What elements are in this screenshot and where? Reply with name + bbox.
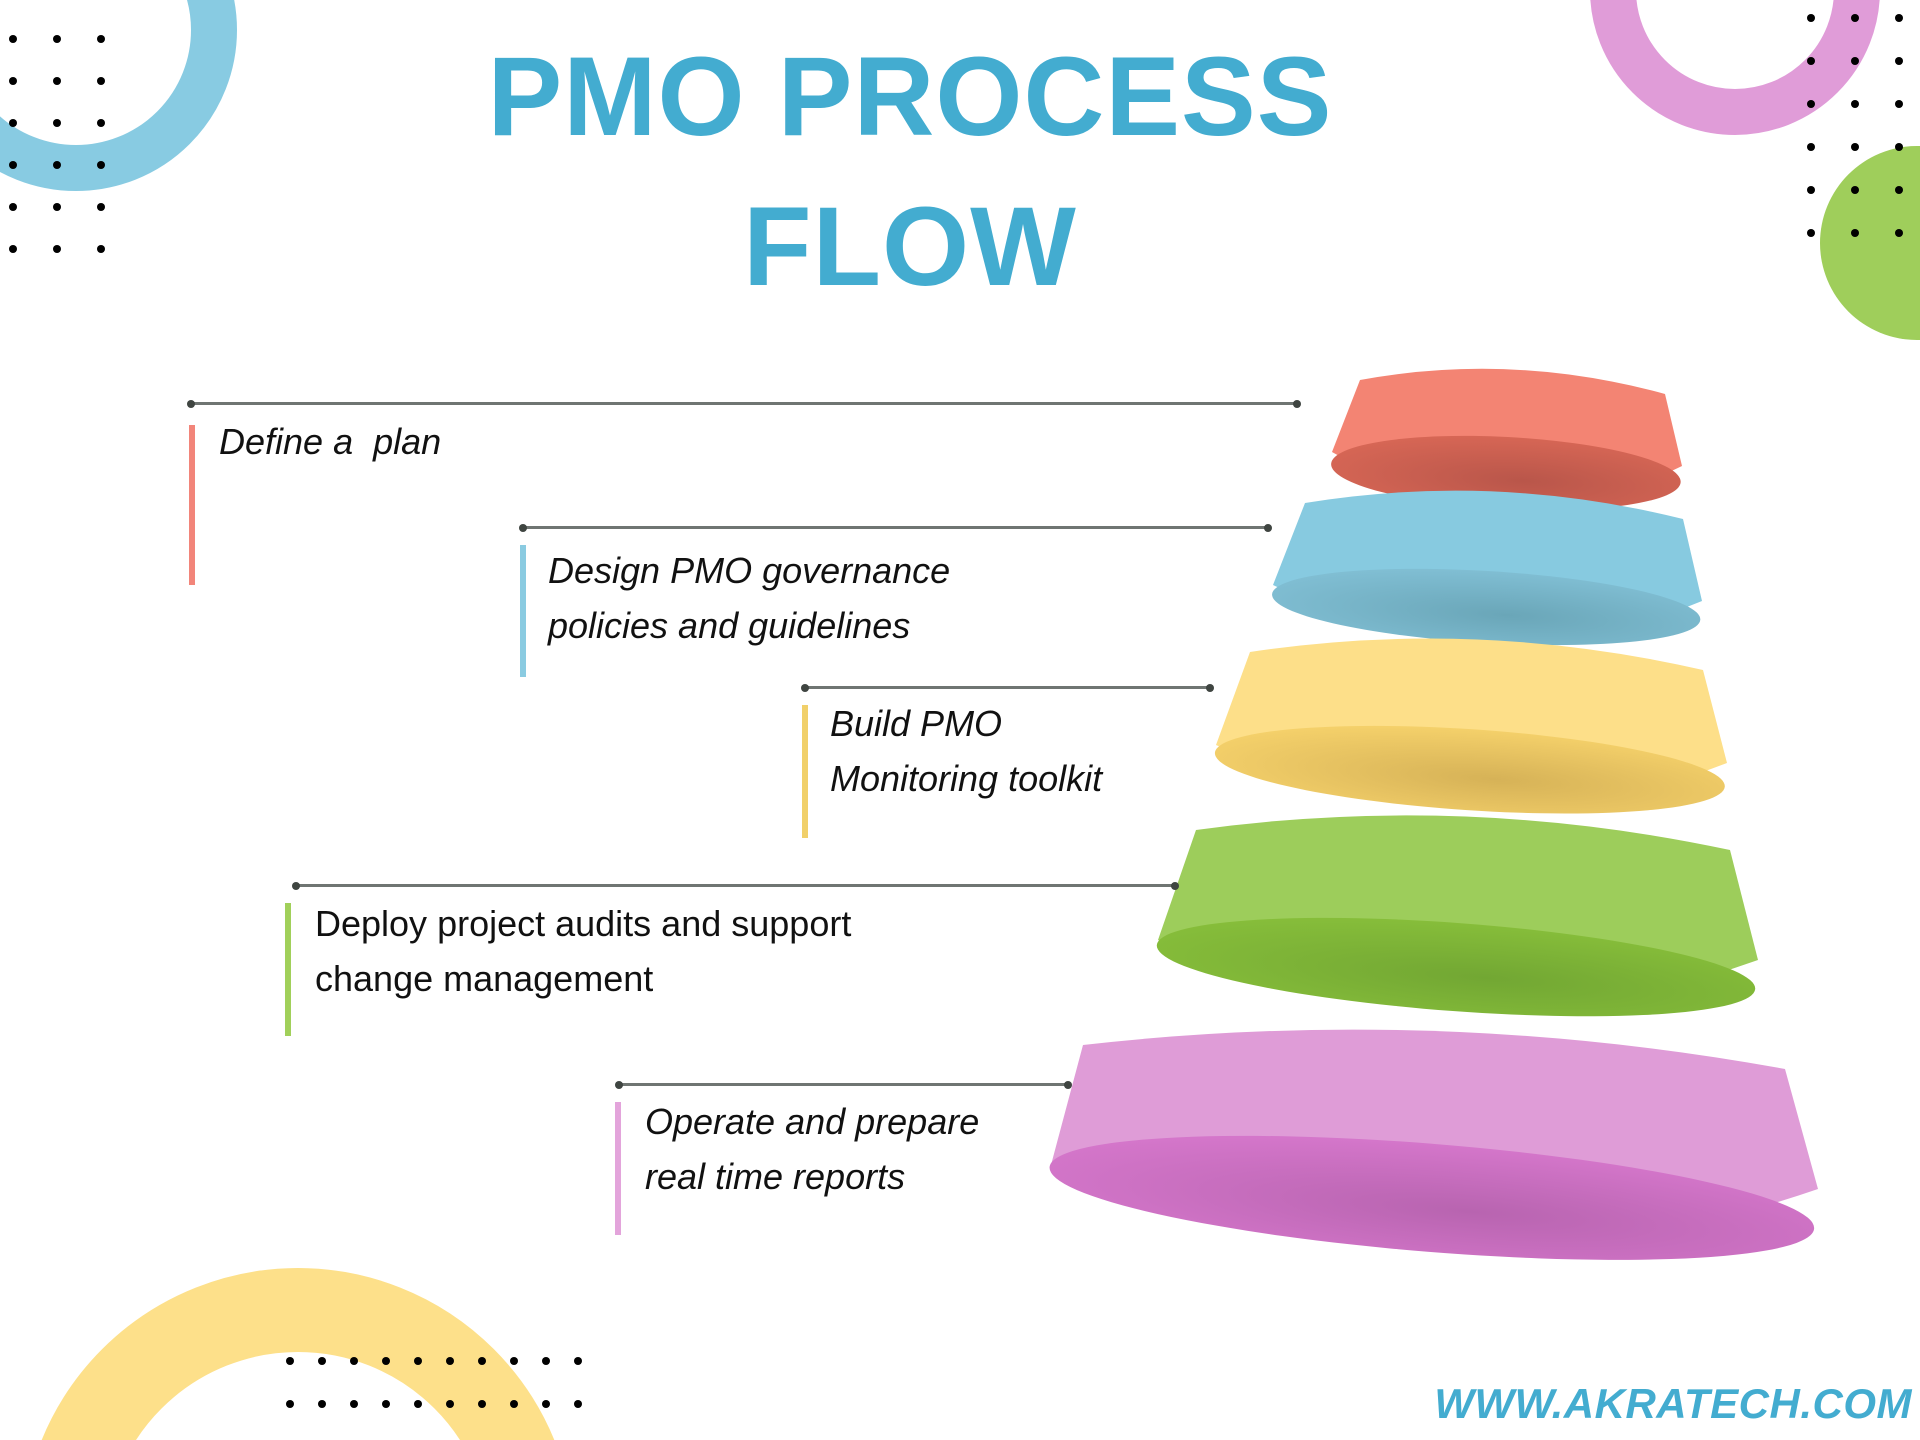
step-3-line-2: Monitoring toolkit — [830, 758, 1103, 799]
decor-dot-bottom — [382, 1357, 390, 1365]
step-3-text: Build PMO Monitoring toolkit — [830, 696, 1102, 806]
accent-bar-5 — [615, 1102, 621, 1235]
decor-dot-bottom — [542, 1400, 550, 1408]
title-line-2: FLOW — [743, 184, 1077, 309]
decor-dot-top-right — [1807, 100, 1815, 108]
decor-dot-top-right — [1851, 57, 1859, 65]
decor-dot-top-left — [97, 35, 105, 43]
decor-dot-top-left — [53, 119, 61, 127]
decor-dot-top-right — [1895, 100, 1903, 108]
decor-dot-top-left — [53, 35, 61, 43]
decor-dot-bottom — [350, 1400, 358, 1408]
decor-dot-top-right — [1851, 229, 1859, 237]
decor-dot-bottom — [510, 1400, 518, 1408]
step-5-line-2: real time reports — [645, 1156, 906, 1197]
decor-dot-top-left — [9, 203, 17, 211]
funnel-discs — [1049, 368, 1818, 1260]
decor-dot-grids — [9, 14, 1903, 1408]
connector-line-1 — [187, 399, 1301, 408]
decor-dot-top-left — [9, 35, 17, 43]
decor-dot-bottom — [318, 1357, 326, 1365]
funnel-disc-3 — [1214, 638, 1727, 814]
accent-bar-4 — [285, 903, 291, 1036]
funnel-disc-3-base — [1214, 725, 1725, 814]
decor-dot-bottom — [286, 1400, 294, 1408]
decor-dot-top-left — [97, 77, 105, 85]
decor-dot-top-left — [97, 245, 105, 253]
decor-dot-top-left — [53, 245, 61, 253]
funnel-disc-5 — [1049, 1029, 1818, 1260]
decor-circle-green — [1820, 146, 1920, 340]
decor-dot-top-left — [97, 161, 105, 169]
decor-dot-bottom — [286, 1357, 294, 1365]
decor-dot-bottom — [382, 1400, 390, 1408]
page-title: PMO PROCESS FLOW — [0, 22, 1820, 322]
decor-dot-top-right — [1807, 186, 1815, 194]
step-1-text: Define a plan — [219, 414, 441, 469]
decor-dot-bottom — [446, 1400, 454, 1408]
decor-dot-top-left — [9, 119, 17, 127]
decor-dot-bottom — [574, 1400, 582, 1408]
step-4-text: Deploy project audits and support change… — [315, 896, 851, 1006]
website-link[interactable]: WWW.AKRATECH.COM — [1434, 1380, 1912, 1427]
decor-dot-top-right — [1895, 229, 1903, 237]
decor-dot-top-left — [53, 161, 61, 169]
decor-dot-bottom — [414, 1400, 422, 1408]
decor-dot-top-right — [1895, 186, 1903, 194]
funnel-disc-2 — [1272, 490, 1702, 646]
decor-dot-bottom — [574, 1357, 582, 1365]
decor-dot-bottom — [478, 1400, 486, 1408]
decor-dot-bottom — [542, 1357, 550, 1365]
decor-dot-top-left — [9, 161, 17, 169]
decor-dot-top-left — [9, 77, 17, 85]
decor-dot-top-right — [1895, 57, 1903, 65]
decor-dot-bottom — [350, 1357, 358, 1365]
decor-dot-bottom — [318, 1400, 326, 1408]
decor-dot-top-right — [1807, 14, 1815, 22]
accent-bar-3 — [802, 705, 808, 838]
connector-line-2 — [519, 523, 1272, 532]
decor-dot-top-right — [1807, 57, 1815, 65]
decor-dot-bottom — [478, 1357, 486, 1365]
decor-dot-top-right — [1895, 143, 1903, 151]
connector-line-3 — [801, 683, 1214, 692]
step-5-line-1: Operate and prepare — [645, 1101, 980, 1142]
accent-bar-2 — [520, 545, 526, 677]
decor-ring-yellow — [41, 1268, 555, 1440]
decor-dot-top-right — [1851, 100, 1859, 108]
decor-dot-bottom — [414, 1357, 422, 1365]
decor-dot-top-right — [1851, 186, 1859, 194]
decor-dot-top-left — [97, 119, 105, 127]
decor-dot-top-left — [53, 77, 61, 85]
connector-line-5 — [615, 1080, 1072, 1089]
decor-dot-top-right — [1807, 229, 1815, 237]
funnel-disc-4-base — [1156, 917, 1756, 1017]
step-1-line-1: Define a plan — [219, 421, 442, 462]
step-2-line-1: Design PMO governance — [548, 550, 951, 591]
funnel-disc-5-base — [1049, 1135, 1815, 1260]
funnel-disc-2-base — [1272, 568, 1701, 646]
step-2-line-2: policies and guidelines — [548, 605, 911, 646]
decor-dot-top-right — [1851, 14, 1859, 22]
decor-dot-top-right — [1895, 14, 1903, 22]
decor-ring-pink — [1590, 0, 1880, 135]
title-line-1: PMO PROCESS — [487, 34, 1333, 159]
decor-dot-top-right — [1851, 143, 1859, 151]
decor-dot-top-right — [1807, 143, 1815, 151]
accent-bar-1 — [189, 425, 195, 585]
decor-ring-blue — [0, 0, 237, 191]
step-3-line-1: Build PMO — [830, 703, 1003, 744]
step-5-text: Operate and prepare real time reports — [645, 1094, 979, 1204]
decor-dot-top-left — [97, 203, 105, 211]
step-4-line-2: change management — [315, 958, 654, 999]
connector-line-4 — [292, 881, 1179, 890]
decor-dot-top-left — [9, 245, 17, 253]
step-2-text: Design PMO governance policies and guide… — [548, 543, 950, 653]
decor-dot-top-left — [53, 203, 61, 211]
funnel-disc-4 — [1156, 815, 1758, 1017]
step-4-line-1: Deploy project audits and support — [315, 903, 852, 944]
decor-dot-bottom — [510, 1357, 518, 1365]
decor-dot-bottom — [446, 1357, 454, 1365]
